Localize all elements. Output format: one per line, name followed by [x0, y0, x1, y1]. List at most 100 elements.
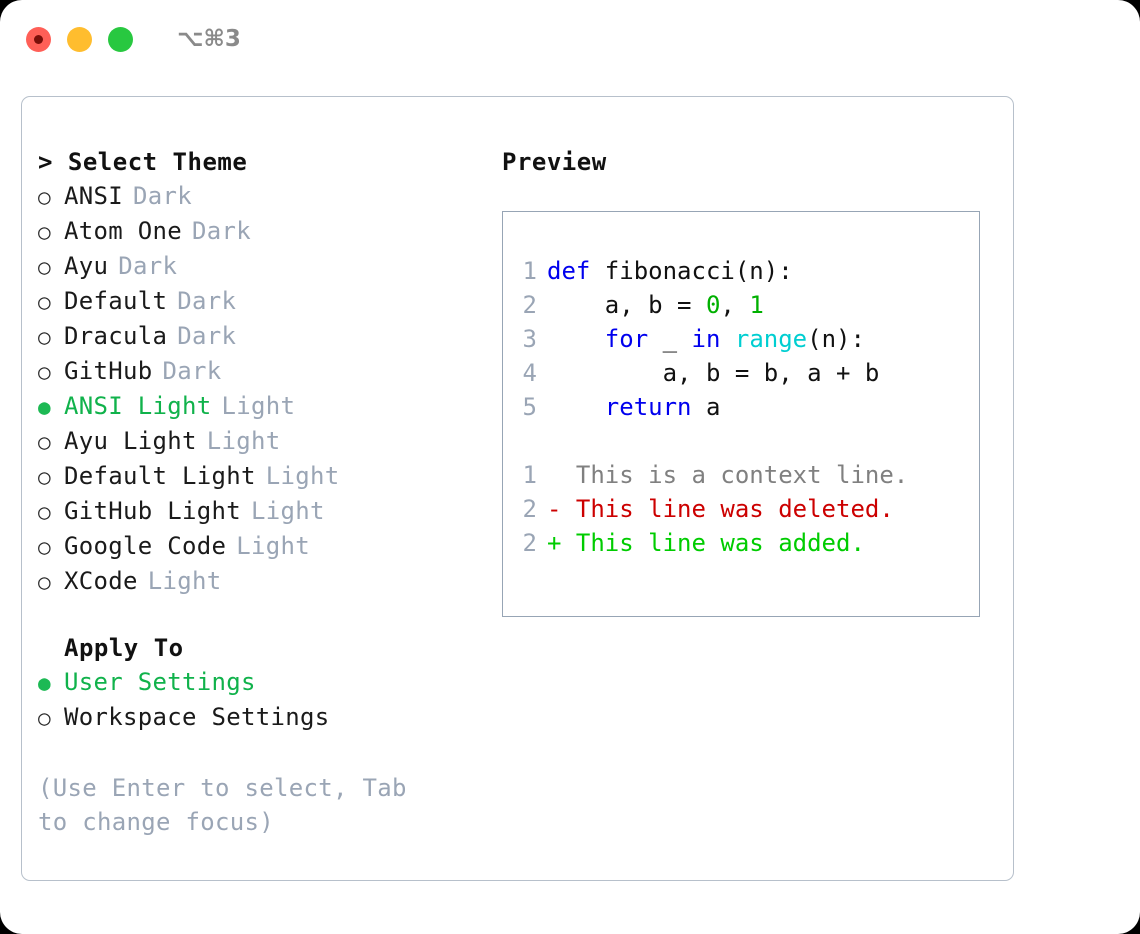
theme-option-kind: Dark	[133, 182, 192, 210]
apply-to-option-name: Workspace Settings	[64, 703, 330, 731]
apply-to-option-workspace-settings[interactable]: ○ Workspace Settings	[38, 700, 492, 735]
code-token-plain: a, b = b, a + b	[547, 359, 880, 387]
theme-option-default-light[interactable]: ○ Default Light Light	[38, 459, 492, 494]
code-token-plain: ,	[720, 291, 750, 319]
code-line-content: def fibonacci(n):	[547, 254, 793, 288]
code-token-plain	[720, 325, 734, 353]
code-line-content: return a	[547, 390, 721, 424]
code-line-content: a, b = 0, 1	[547, 288, 764, 322]
preview-spacer	[503, 424, 979, 458]
code-token-plain: (n):	[807, 325, 865, 353]
diff-marker: -	[547, 495, 576, 523]
code-token-fn: range	[734, 325, 808, 353]
minimize-window-button[interactable]	[67, 26, 92, 52]
code-token-kw: in	[691, 325, 721, 353]
theme-option-kind: Light	[236, 532, 310, 560]
radio-selected-icon: ●	[38, 671, 51, 695]
theme-option-name: Atom One	[64, 217, 182, 245]
apply-to-option-user-settings[interactable]: ● User Settings	[38, 665, 492, 700]
code-line: 3 for _ in range(n):	[503, 322, 979, 356]
apply-to-list: ● User Settings ○ Workspace Settings	[38, 665, 492, 735]
preview-title: Preview	[502, 148, 607, 176]
code-token-plain: a, b =	[547, 291, 706, 319]
theme-option-kind: Dark	[162, 357, 222, 385]
theme-option-kind: Light	[147, 567, 222, 595]
theme-option-name: Dracula	[64, 322, 168, 350]
theme-option-name: XCode	[64, 567, 138, 595]
code-line: 2 a, b = 0, 1	[503, 288, 979, 322]
code-token-plain: _	[648, 325, 692, 353]
theme-option-name: Default	[64, 287, 168, 315]
code-line-number: 2	[522, 291, 537, 319]
code-token-plain: a	[691, 393, 721, 421]
apply-to-option-name: User Settings	[64, 668, 256, 696]
code-line-content: for _ in range(n):	[547, 322, 865, 356]
code-line-number: 3	[522, 325, 537, 353]
diff-line: 2 + This line was added.	[503, 526, 979, 560]
diff-line-text: This line was added.	[575, 529, 865, 557]
help-hint-text: (Use Enter to select, Tab to change focu…	[38, 774, 407, 836]
code-token-kw: for	[604, 325, 649, 353]
diff-line-text: This is a context line.	[575, 461, 909, 489]
diff-marker	[547, 458, 576, 492]
theme-option-name: ANSI Light	[64, 392, 212, 420]
theme-option-ayu[interactable]: ○ Ayu Dark	[38, 249, 492, 284]
theme-option-name: Default Light	[64, 462, 256, 490]
theme-option-kind: Dark	[177, 322, 237, 350]
radio-unselected-icon: ○	[38, 500, 51, 524]
code-token-plain: fibonacci(n):	[590, 257, 793, 285]
apply-to-header: Apply To	[64, 634, 184, 662]
theme-option-kind: Dark	[118, 252, 178, 280]
theme-option-kind: Light	[221, 392, 296, 420]
diff-marker: +	[547, 529, 576, 557]
code-line: 4 a, b = b, a + b	[503, 356, 979, 390]
theme-option-xcode[interactable]: ○ XCode Light	[38, 564, 492, 599]
radio-unselected-icon: ○	[38, 570, 51, 594]
code-token-num: 0	[705, 291, 721, 319]
code-line-number: 1	[522, 257, 537, 285]
theme-option-kind: Dark	[192, 217, 251, 245]
code-token-plain	[547, 393, 605, 421]
diff-line: 2- This line was deleted.	[503, 492, 979, 526]
maximize-window-button[interactable]	[108, 26, 133, 52]
select-theme-header: > Select Theme	[38, 148, 248, 176]
radio-unselected-icon: ○	[38, 706, 51, 730]
theme-option-kind: Dark	[177, 287, 237, 315]
radio-unselected-icon: ○	[38, 255, 51, 279]
theme-option-name: GitHub	[64, 357, 153, 385]
window-controls	[26, 26, 133, 52]
section-spacer	[38, 599, 492, 631]
theme-option-name: Google Code	[64, 532, 227, 560]
code-line: 1 def fibonacci(n):	[503, 254, 979, 288]
radio-unselected-icon: ○	[38, 465, 51, 489]
theme-option-name: Ayu	[64, 252, 109, 280]
code-line-content: a, b = b, a + b	[547, 356, 880, 390]
code-token-num: 1	[749, 291, 764, 319]
diff-line-number: 2	[522, 529, 537, 557]
diff-line-number: 2	[522, 495, 537, 523]
theme-option-kind: Light	[206, 427, 281, 455]
diff-line: 1 This is a context line.	[503, 458, 979, 492]
diff-sample: 1 This is a context line.2- This line wa…	[503, 458, 979, 560]
theme-option-name: ANSI	[64, 182, 123, 210]
close-window-button[interactable]	[26, 26, 51, 52]
code-token-kw: def	[547, 257, 591, 285]
diff-line-text: This line was deleted.	[575, 495, 894, 523]
theme-option-kind: Light	[265, 462, 340, 490]
theme-option-atom-one[interactable]: ○ Atom One Dark	[38, 214, 492, 249]
radio-unselected-icon: ○	[38, 220, 51, 244]
